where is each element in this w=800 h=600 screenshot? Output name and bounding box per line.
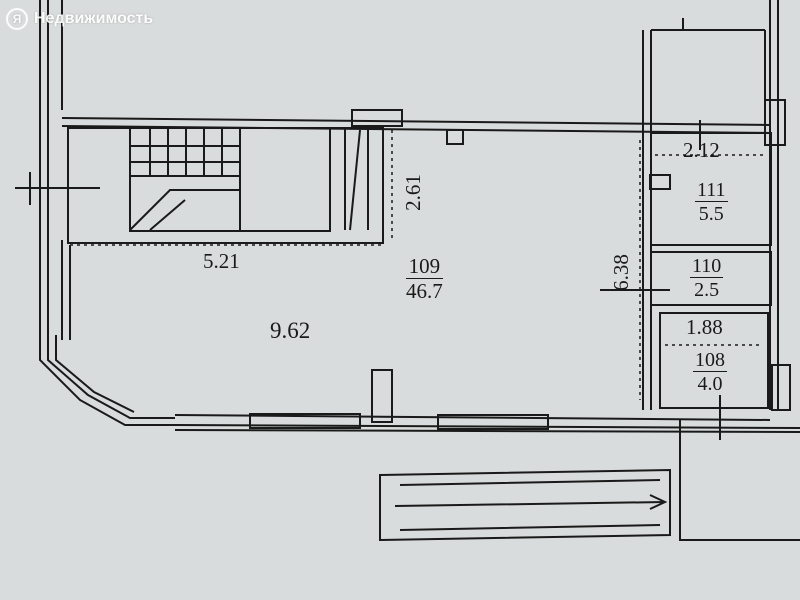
dimension-label: 5.21 — [203, 249, 240, 273]
room-area: 4.0 — [697, 373, 723, 395]
bay-window — [39, 330, 175, 426]
room-area: 2.5 — [694, 279, 720, 301]
fixture — [649, 174, 671, 190]
window-2 — [437, 414, 549, 430]
dimension-label: 1.88 — [686, 315, 723, 339]
dimension-label: 9.62 — [270, 318, 311, 343]
column — [764, 99, 786, 146]
room-111-label: 111 5.5 — [695, 180, 728, 224]
niche — [351, 109, 403, 127]
main-room-left — [61, 240, 71, 340]
ext-wall — [679, 420, 800, 541]
wall-right-partition — [642, 30, 652, 410]
vent — [446, 129, 464, 145]
watermark: Я Недвижимость — [6, 8, 153, 30]
top-right-shaft — [651, 18, 766, 100]
yandex-logo-icon: Я — [6, 8, 28, 30]
room-110-label: 110 2.5 — [690, 255, 724, 301]
ramp — [379, 468, 671, 542]
outer-wall-left — [39, 0, 63, 330]
ramp-arrow — [394, 494, 668, 510]
ticks — [15, 120, 721, 440]
window-1 — [249, 413, 361, 429]
ramp-inner — [399, 479, 661, 531]
wall-bottom — [174, 414, 800, 433]
stair-treads — [130, 128, 240, 177]
room-number: 110 — [690, 255, 724, 278]
room-area: 5.5 — [698, 203, 724, 225]
watermark-text: Недвижимость — [34, 10, 154, 27]
room-number: 111 — [695, 179, 728, 202]
room-110-box — [650, 251, 772, 306]
room-108-label: 108 4.0 — [693, 350, 727, 394]
dimension-label: 2.61 — [400, 174, 425, 211]
stair-turn — [129, 189, 240, 231]
pillar — [371, 369, 393, 423]
room-108-box — [659, 312, 769, 409]
closet — [239, 127, 331, 232]
door-right — [771, 364, 791, 411]
dimension-label: 6.38 — [608, 254, 633, 291]
room-109-label: 109 46.7 — [406, 256, 443, 302]
duct — [344, 128, 369, 231]
room-number: 108 — [693, 349, 727, 372]
room-number: 109 — [406, 256, 443, 279]
room-area: 46.7 — [406, 279, 443, 303]
dimension-label: 2.12 — [683, 138, 720, 162]
